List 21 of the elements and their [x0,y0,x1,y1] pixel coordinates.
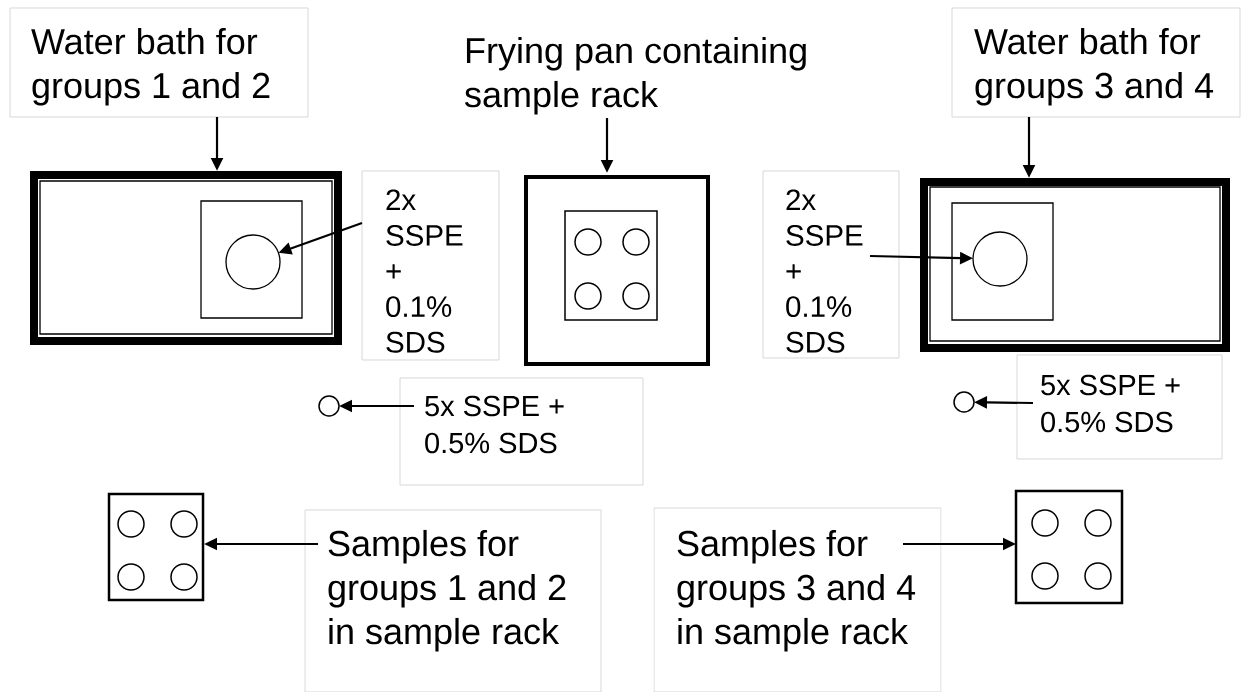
water-bath [920,178,1230,352]
text-box: Samples for groups 1 and 2 in sample rack [304,509,602,692]
sample-rack [107,492,205,602]
sample-rack [951,202,1054,321]
text-box: Water bath for groups 3 and 4 [951,7,1241,118]
beaker-circle [225,234,281,290]
tube-circle [318,395,340,417]
sample-rack [564,210,658,321]
sample-rack [1014,489,1124,605]
water-bath [30,171,342,345]
label-text: Frying pan containing sample rack [465,36,806,115]
sample-rack [200,200,303,319]
text-box: Samples for groups 3 and 4 in sample rack [653,507,942,692]
tube-circle [953,391,975,413]
text-box: 5x SSPE + 0.5% SDS [399,377,644,486]
frying-pan [524,175,710,366]
text-box: 5x SSPE + 0.5% SDS [1016,354,1223,460]
text-box: Water bath for groups 1 and 2 [9,7,309,118]
text-box: 2x SSPE + 0.1% SDS [361,170,500,361]
text-box: 2x SSPE + 0.1% SDS [762,170,900,359]
beaker-circle [972,231,1028,287]
